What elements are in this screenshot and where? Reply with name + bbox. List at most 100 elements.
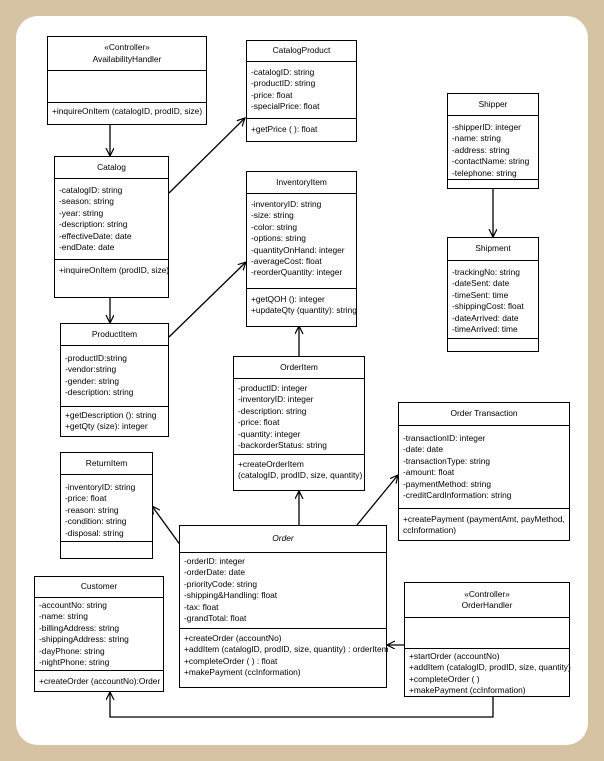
class-name: ProductItem <box>91 328 138 339</box>
attribute: -name: string <box>452 133 501 144</box>
operation: (catalogID, prodID, size, quantity) <box>238 470 363 481</box>
attribute: -paymentMethod: string <box>403 478 491 489</box>
operation: +createOrderItem <box>238 459 304 469</box>
operation: +getQOH (): integer <box>251 294 325 304</box>
attribute: -catalogID: string <box>59 185 123 195</box>
attribute: -price: float <box>251 89 293 100</box>
attributes-section: -catalogID: string -season: string -year… <box>55 179 168 260</box>
link-orderhandler-customer <box>110 692 494 718</box>
link-order-ordertransaction <box>356 475 398 526</box>
operations-section <box>448 180 538 186</box>
attribute: -shipping&Handling: float <box>184 590 278 601</box>
attribute: -size: string <box>251 210 294 221</box>
attribute: -catalogID: string <box>251 67 315 77</box>
class-order-transaction[interactable]: Order Transaction -transactionID: intege… <box>398 402 570 541</box>
class-availability-handler[interactable]: «Controller» AvailabilityHandler +inquir… <box>47 36 207 125</box>
class-name: Customer <box>80 581 118 592</box>
operation: +getQty (size): integer <box>65 421 148 432</box>
class-name: Catalog <box>97 161 126 172</box>
attributes-section: -shipperID: integer -name: string -addre… <box>448 116 538 180</box>
class-name: AvailabilityHandler <box>92 53 162 64</box>
class-product-item[interactable]: ProductItem -productID:string -vendor:st… <box>60 323 169 437</box>
class-return-item[interactable]: ReturnItem -inventoryID: string -price: … <box>60 452 153 559</box>
attribute: -dateArrived: date <box>452 312 519 323</box>
attributes-section: -trackingNo: string -dateSent: date -tim… <box>448 261 538 339</box>
class-order-handler[interactable]: «Controller» OrderHandler +startOrder (a… <box>404 582 571 700</box>
class-name: InventoryItem <box>276 176 327 187</box>
attribute: -creditCardInformation: string <box>403 490 512 501</box>
operation: +createOrder (accountNo):Order <box>39 676 161 686</box>
class-name: ReturnItem <box>85 457 128 468</box>
attributes-section <box>48 71 206 103</box>
attribute: -condition: string <box>65 516 127 527</box>
attribute: -productID:string <box>65 353 127 363</box>
attributes-section: -inventoryID: string -price: float -reas… <box>61 475 152 542</box>
class-catalog[interactable]: Catalog -catalogID: string -season: stri… <box>54 156 169 298</box>
attribute: -nightPhone: string <box>39 657 110 668</box>
attribute: -timeArrived: time <box>452 324 518 335</box>
class-name: OrderHandler <box>461 600 513 610</box>
attribute: -options: string <box>251 233 306 244</box>
attribute: -shippingAddress: string <box>39 634 129 645</box>
operations-section: +getPrice ( ): float <box>247 119 356 138</box>
attribute: -disposal: string <box>65 527 124 538</box>
attributes-section: -productID:string -vendor:string -gender… <box>61 346 168 407</box>
operation: +makePayment (ccInformation) <box>409 685 526 696</box>
class-name: Order Transaction <box>450 408 518 419</box>
attribute: -address: string <box>452 144 510 155</box>
operations-section: +createPayment (paymentAmt, payMethod, c… <box>399 509 569 540</box>
class-catalog-product[interactable]: CatalogProduct -catalogID: string -produ… <box>246 40 357 142</box>
attribute: -description: string <box>238 405 307 416</box>
attributes-section: -catalogID: string -productID: string -p… <box>247 62 356 119</box>
attributes-section: -accountNo: string -name: string -billin… <box>35 598 163 671</box>
link-productitem-inventoryitem <box>168 262 246 338</box>
attribute: -specialPrice: float <box>251 101 320 112</box>
attribute: -dateSent: date <box>452 278 510 289</box>
attribute: -inventoryID: integer <box>238 394 314 405</box>
class-shipment[interactable]: Shipment -trackingNo: string -dateSent: … <box>447 237 539 352</box>
attribute: -transactionType: string <box>403 455 491 466</box>
stereotype-label: «Controller» <box>464 588 510 599</box>
operations-section: +getDescription (): string +getQty (size… <box>61 407 168 436</box>
attribute: -productID: string <box>251 78 316 89</box>
operations-section: +createOrderItem (catalogID, prodID, siz… <box>234 455 364 485</box>
operation: ccInformation) <box>403 525 457 536</box>
operation: +inquireOnItem (catalogID, prodID, size) <box>52 106 203 116</box>
attribute: -productID: integer <box>238 383 308 393</box>
attributes-section <box>405 618 569 649</box>
attributes-section: -transactionID: integer -date: date -tra… <box>399 426 569 509</box>
attribute: -price: float <box>238 417 280 428</box>
class-name: Shipper <box>478 98 508 109</box>
class-name: Shipment <box>475 243 511 254</box>
attribute: -season: string <box>59 196 114 207</box>
attribute: -reorderQuantity: integer <box>251 267 343 278</box>
operations-section: +createOrder (accountNo):Order <box>35 671 163 690</box>
link-catalog-catalogproduct <box>168 118 245 194</box>
class-name: OrderItem <box>280 361 318 372</box>
operation: +getDescription (): string <box>65 410 157 420</box>
attributes-section: -orderID: integer -orderDate: date -prio… <box>180 553 386 629</box>
operation: +completeOrder ( ) : float <box>184 655 278 666</box>
attribute: -grandTotal: float <box>184 613 247 624</box>
attributes-section: -inventoryID: string -size: string -colo… <box>247 194 356 289</box>
attribute: -year: string <box>59 207 104 218</box>
operations-section: +createOrder (accountNo) +addItem (catal… <box>180 629 389 682</box>
link-order-returnitem <box>152 506 182 547</box>
operation: +createPayment (paymentAmt, payMethod, <box>403 514 565 524</box>
class-order[interactable]: Order -orderID: integer -orderDate: date… <box>179 525 389 688</box>
class-order-item[interactable]: OrderItem -productID: integer -inventory… <box>233 356 365 491</box>
attribute: -quantity: integer <box>238 428 301 439</box>
operations-section: +inquireOnItem (catalogID, prodID, size) <box>48 103 206 120</box>
attribute: -date: date <box>403 444 444 455</box>
operations-section: +startOrder (accountNo) +addItem (catalo… <box>405 649 571 700</box>
operation: +updateQty (quantity): string <box>251 305 357 316</box>
operation: +addItem (catalogID, prodID, size, quant… <box>409 662 571 673</box>
operation: +makePayment (ccInformation) <box>184 667 301 678</box>
attribute: -accountNo: string <box>39 600 107 610</box>
attribute: -shipperID: integer <box>452 122 521 132</box>
class-shipper[interactable]: Shipper -shipperID: integer -name: strin… <box>447 93 539 189</box>
attribute: -description: string <box>59 219 128 230</box>
class-customer[interactable]: Customer -accountNo: string -name: strin… <box>34 576 164 692</box>
attribute: -price: float <box>65 493 107 504</box>
class-inventory-item[interactable]: InventoryItem -inventoryID: string -size… <box>246 171 357 327</box>
